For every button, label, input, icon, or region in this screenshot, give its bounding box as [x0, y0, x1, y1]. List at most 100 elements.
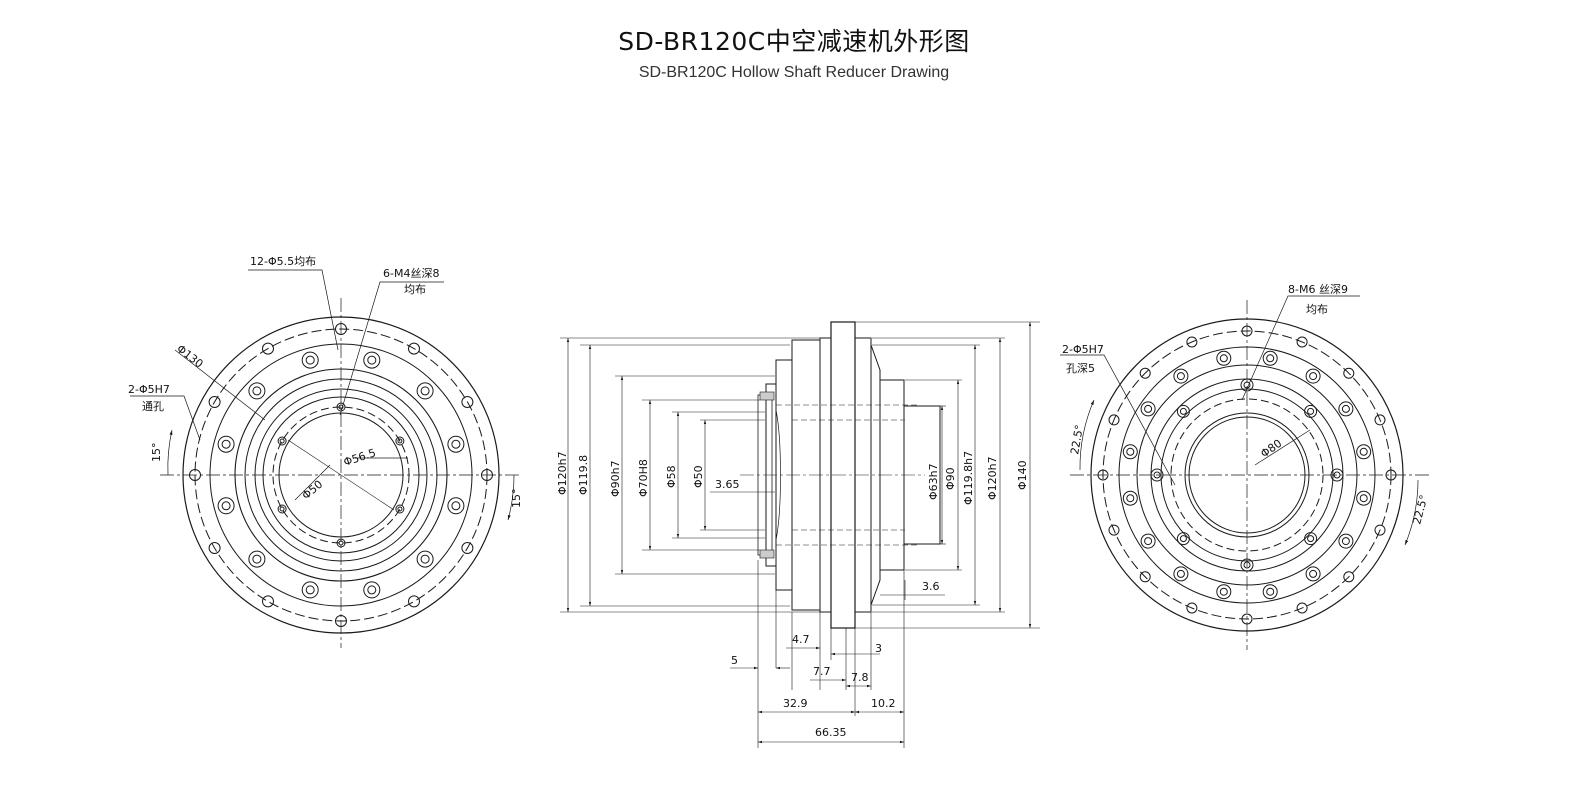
bolt-hole — [335, 323, 347, 335]
dim-dia-120h7-right: Φ120h7 — [986, 456, 999, 500]
m6-tapped-hole — [1176, 404, 1190, 418]
bolt-hole — [1139, 367, 1151, 379]
m6-tapped-hole — [1179, 535, 1187, 543]
counterbore-hole — [1140, 533, 1156, 549]
counterbore-hole — [252, 386, 262, 396]
angle-22-5-right: 22.5° — [1410, 493, 1430, 525]
m4-tapped-hole — [277, 436, 287, 446]
counterbore-hole — [451, 501, 461, 511]
bolt-hole — [1385, 469, 1397, 481]
counterbore-hole — [1305, 566, 1321, 582]
counterbore-hole — [1122, 490, 1138, 506]
m6-tapped-hole — [1304, 532, 1318, 546]
bolt-hole — [408, 595, 420, 608]
note-m4-line2: 均布 — [404, 283, 426, 296]
bolt-hole — [461, 396, 474, 408]
dim-dia-63h7: Φ63h7 — [927, 463, 940, 500]
m6-tapped-hole — [1150, 468, 1164, 482]
bolt-hole — [461, 542, 474, 554]
m4-tapped-hole — [277, 504, 287, 514]
counterbore-hole — [367, 585, 377, 595]
m4-tapped-hole — [338, 404, 344, 410]
bolt-hole — [262, 342, 274, 355]
bolt-hole — [1097, 469, 1109, 481]
bolt-hole — [1241, 613, 1253, 625]
m6-tapped-hole — [1243, 561, 1251, 569]
left-view-labels: 12-Φ5.5均布 6-M4丝深8 均布 Φ130 2-Φ5H7 通孔 15° … — [128, 255, 523, 508]
m6-tapped-hole — [1240, 558, 1254, 572]
counterbore-hole — [1359, 494, 1368, 503]
counterbore-hole — [1219, 587, 1228, 596]
bolt-hole — [1108, 414, 1120, 426]
counterbore-hole — [416, 550, 434, 568]
counterbore-hole — [447, 435, 465, 453]
counterbore-hole — [1216, 350, 1232, 366]
m6-tapped-hole — [1307, 535, 1315, 543]
counterbore-hole — [363, 581, 381, 599]
angle-15-right: 15° — [510, 489, 523, 509]
side-section-view — [560, 321, 1040, 748]
bolt-hole — [1241, 325, 1253, 337]
counterbore-hole — [420, 386, 430, 396]
counterbore-hole — [1262, 350, 1278, 366]
m6-tapped-hole — [1307, 407, 1315, 415]
m4-tapped-hole — [338, 540, 344, 546]
dim-dia-58: Φ58 — [665, 465, 678, 488]
counterbore-hole — [420, 554, 430, 564]
bolt-hole — [189, 469, 201, 481]
counterbore-hole — [221, 501, 231, 511]
counterbore-hole — [1176, 372, 1185, 381]
counterbore-hole — [1359, 447, 1368, 456]
m6-tapped-hole — [1330, 468, 1344, 482]
dim-dia-130: Φ130 — [174, 342, 205, 371]
dim-dia-90h7: Φ90h7 — [609, 460, 622, 497]
m4-tapped-hole — [395, 504, 405, 514]
dim-7-7: 7.7 — [813, 665, 831, 678]
dim-dia-70h8: Φ70H8 — [637, 459, 650, 497]
m4-tapped-hole — [336, 538, 346, 548]
bolt-hole — [208, 396, 221, 408]
bolt-hole — [1374, 414, 1386, 426]
bolt-hole — [1343, 571, 1355, 583]
counterbore-hole — [367, 355, 377, 365]
m6-tapped-hole — [1176, 532, 1190, 546]
dim-32-9: 32.9 — [783, 697, 808, 710]
counterbore-hole — [447, 497, 465, 515]
m6-tapped-hole — [1333, 471, 1341, 479]
left-front-view — [130, 269, 522, 648]
dim-66-35: 66.35 — [815, 726, 847, 739]
right-front-view — [1060, 295, 1430, 650]
counterbore-hole — [1126, 447, 1135, 456]
m4-tapped-hole — [397, 438, 403, 444]
counterbore-hole — [1144, 537, 1153, 546]
counterbore-hole — [416, 382, 434, 400]
counterbore-hole — [1338, 533, 1354, 549]
note-m6-line1: 8-M6 丝深9 — [1288, 283, 1348, 296]
page-subtitle: SD-BR120C Hollow Shaft Reducer Drawing — [638, 64, 950, 81]
counterbore-hole — [1305, 368, 1321, 384]
note-pin-r-line2: 孔深5 — [1066, 362, 1095, 375]
dim-5: 5 — [731, 654, 738, 667]
m6-tapped-hole — [1240, 378, 1254, 392]
bolt-hole — [1343, 367, 1355, 379]
counterbore-hole — [1356, 490, 1372, 506]
counterbore-hole — [1144, 404, 1153, 413]
angle-15-left: 15° — [150, 443, 163, 463]
bolt-hole — [1186, 602, 1198, 614]
dim-dia-120h7-left: Φ120h7 — [556, 451, 569, 495]
note-pin-line2: 通孔 — [142, 400, 164, 413]
counterbore-hole — [252, 554, 262, 564]
page-title: SD-BR120C中空减速机外形图 — [618, 27, 970, 56]
m4-tapped-hole — [279, 438, 285, 444]
counterbore-hole — [1140, 401, 1156, 417]
counterbore-hole — [1356, 444, 1372, 460]
dim-dia-50-left: Φ50 — [300, 478, 326, 503]
counterbore-hole — [1122, 444, 1138, 460]
bolt-hole — [1296, 602, 1308, 614]
counterbore-hole — [1266, 354, 1275, 363]
dim-4-7: 4.7 — [792, 633, 810, 646]
counterbore-hole — [301, 351, 319, 369]
counterbore-hole — [305, 355, 315, 365]
counterbore-hole — [305, 585, 315, 595]
m4-tapped-hole — [395, 436, 405, 446]
